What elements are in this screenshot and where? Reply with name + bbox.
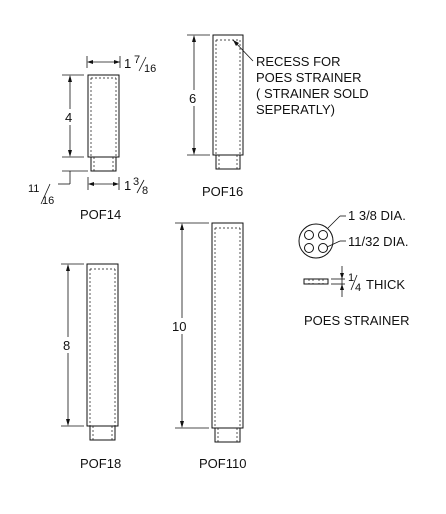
pof16-height: 6: [189, 91, 196, 106]
pof16-drawing: 6 RECESS FOR POES STRAINER ( STRAINER SO…: [186, 34, 369, 199]
hole-dia-leader: [326, 240, 341, 248]
recess-note-line1: RECESS FOR: [256, 54, 341, 69]
pof16-base: [215, 154, 241, 170]
pof14-top-width-num: 7: [134, 54, 140, 66]
strainer-disc: [298, 223, 334, 259]
pof14-top-width-whole: 1: [124, 56, 131, 71]
pof14-bottom-width-num: 3: [133, 176, 139, 188]
pof14-bottom-width-den: 8: [142, 185, 148, 197]
strainer-hole-2: [318, 230, 328, 240]
thick-frac-bar: [350, 274, 358, 291]
pof18-h-arrow-top: [66, 264, 70, 271]
pof14-top-width-den: 16: [144, 63, 156, 75]
pof110-drawing: 10 POF110: [170, 222, 246, 471]
pof14-off-frac-bar: [40, 183, 51, 205]
pof18-base: [89, 425, 116, 441]
pof14-offset-den: 16: [42, 195, 54, 207]
pof110-h-label-bg: [170, 318, 192, 334]
pof18-height: 8: [63, 338, 70, 353]
strainer-hole-dia: 11/32 DIA.: [348, 234, 408, 249]
pof14-top-arrow-left: [87, 60, 93, 64]
pof14-drawing: 1 7 16 4 11 16 1 3: [28, 54, 156, 222]
recess-leader-arrow: [233, 40, 239, 46]
pof14-h-arrow-top: [68, 75, 72, 82]
recess-note-line3: ( STRAINER SOLD: [256, 86, 369, 101]
strainer-hole-1: [304, 230, 314, 240]
pof14-base: [90, 156, 117, 172]
pof14-label: POF14: [80, 207, 121, 222]
pof18-drawing: 8 POF18: [60, 263, 121, 471]
pof14-top-arrow-right: [114, 60, 120, 64]
pof18-h-label-bg: [60, 337, 76, 353]
pof16-label: POF16: [202, 184, 243, 199]
pof16-h-arrow-top: [192, 35, 196, 42]
strainer-hole-4: [318, 243, 328, 253]
pof14-bw-arrow-right: [113, 182, 119, 186]
pof16-body: [212, 34, 244, 156]
pof110-h-arrow-bot: [180, 421, 184, 428]
thick-arrow-bot: [340, 284, 344, 290]
pof14-bw-frac-bar: [136, 179, 145, 194]
strainer-thick-label: THICK: [366, 277, 405, 292]
strainer-side-view: [303, 278, 329, 285]
pof16-h-label-bg: [186, 90, 202, 106]
pof110-body: [211, 222, 244, 429]
pof14-h-label-bg: [62, 109, 78, 125]
pof14-bottom-width-whole: 1: [124, 178, 131, 193]
strainer-drawing: 1 3/8 DIA. 11/32 DIA. 1 4 THICK POES STR…: [298, 208, 409, 328]
pof14-h-arrow-bot: [68, 150, 72, 157]
pof14-top-frac-bar: [138, 56, 147, 72]
strainer-label: POES STRAINER: [304, 313, 409, 328]
pof18-label: POF18: [80, 456, 121, 471]
pof18-h-arrow-bot: [66, 419, 70, 426]
strainer-thick-num: 1: [348, 272, 354, 284]
pof110-height: 10: [172, 319, 186, 334]
pof14-bw-arrow-left: [88, 182, 94, 186]
recess-note-line4: SEPERATLY): [256, 102, 335, 117]
pof14-height: 4: [65, 110, 72, 125]
strainer-thick-den: 4: [355, 282, 361, 294]
thick-arrow-top: [340, 273, 344, 279]
pof16-h-arrow-bot: [192, 148, 196, 155]
pof14-offset-num: 11: [28, 183, 39, 195]
strainer-outer-dia: 1 3/8 DIA.: [348, 208, 406, 223]
pof14-body: [87, 74, 120, 158]
pof18-body: [86, 263, 119, 427]
pof110-h-arrow-top: [180, 223, 184, 230]
recess-note-line2: POES STRAINER: [256, 70, 361, 85]
outer-dia-leader: [327, 215, 341, 229]
pof110-label: POF110: [199, 456, 246, 471]
strainer-hole-3: [304, 243, 314, 253]
pof110-base: [214, 427, 241, 443]
